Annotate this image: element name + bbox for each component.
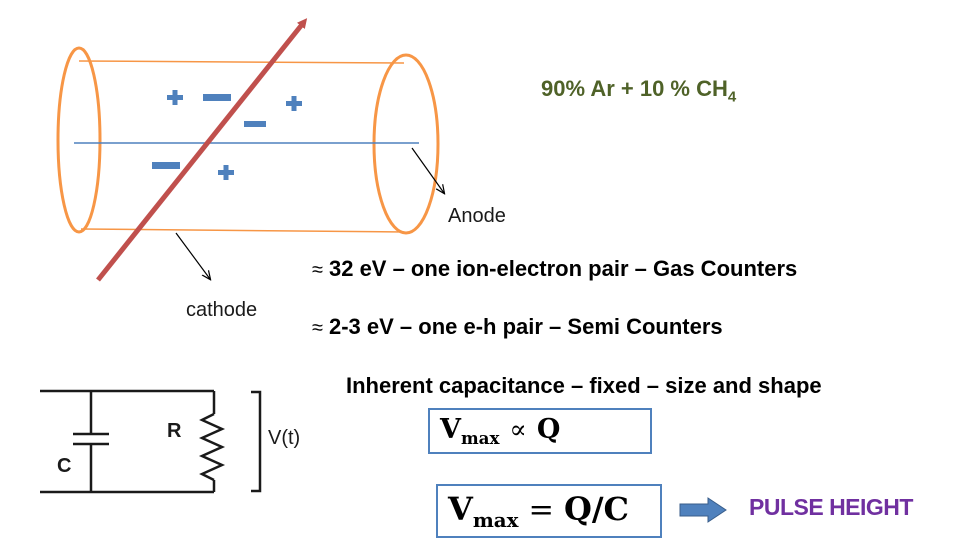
- formula-subscript: max: [472, 507, 519, 532]
- formula-subscript: max: [460, 427, 500, 448]
- rc-circuit: [40, 389, 262, 494]
- plus-charge-icon: [286, 96, 302, 111]
- gas-mixture-subscript: 4: [727, 88, 737, 106]
- pulse-arrow-icon: [679, 497, 727, 523]
- minus-charge-icon: [244, 121, 266, 127]
- inherent-capacitance-text: Inherent capacitance – fixed – size and …: [346, 373, 822, 398]
- approx-symbol: ≈: [312, 259, 323, 281]
- gas-mixture-label: 90% Ar + 10 % CH4: [541, 76, 736, 105]
- formula-operator: ∝: [509, 415, 527, 445]
- fact-text: 2-3 eV – one e-h pair – Semi Counters: [328, 314, 723, 339]
- resistor-zigzag: [198, 412, 226, 482]
- voltage-label: V(t): [268, 427, 301, 449]
- particle-track-arrow: [96, 18, 308, 282]
- minus-charge-icon: [152, 162, 180, 169]
- formula-operator: =: [528, 493, 554, 528]
- capacitor-label: C: [57, 455, 72, 477]
- formula-equation-box: Vmax = Q/C: [436, 484, 662, 538]
- cylinder-top-edge: [78, 60, 405, 64]
- formula-rhs: Q: [536, 414, 561, 445]
- cathode-cylinder: [56, 46, 440, 235]
- voltage-bracket: [251, 390, 262, 493]
- plus-charge-icon: [167, 90, 183, 105]
- fact-gas-counters: ≈32 eV – one ion-electron pair – Gas Cou…: [312, 256, 797, 282]
- cylinder-right-end: [372, 53, 440, 235]
- cylinder-left-end: [56, 46, 102, 234]
- minus-charge-icon: [203, 94, 231, 101]
- cathode-pointer-arrow: [175, 232, 210, 279]
- cathode-label: cathode: [186, 299, 258, 321]
- plus-charge-icon: [218, 165, 234, 180]
- anode-label: Anode: [448, 205, 506, 227]
- fact-semi-counters: ≈2-3 eV – one e-h pair – Semi Counters: [312, 314, 723, 340]
- formula-v: V: [448, 490, 473, 528]
- formula-proportional-box: Vmax ∝ Q: [428, 408, 652, 454]
- cylinder-bottom-edge: [80, 228, 405, 233]
- gas-mixture-main: 90% Ar + 10 % CH: [541, 76, 728, 101]
- anode-pointer-arrow: [411, 147, 444, 193]
- charges: [152, 90, 302, 180]
- approx-symbol: ≈: [312, 317, 323, 339]
- formula-v: V: [440, 414, 461, 445]
- pulse-height-label: PULSE HEIGHT: [749, 494, 913, 520]
- resistor-label: R: [167, 420, 182, 442]
- formula-rhs: Q/C: [563, 490, 629, 528]
- fact-text: 32 eV – one ion-electron pair – Gas Coun…: [328, 256, 798, 281]
